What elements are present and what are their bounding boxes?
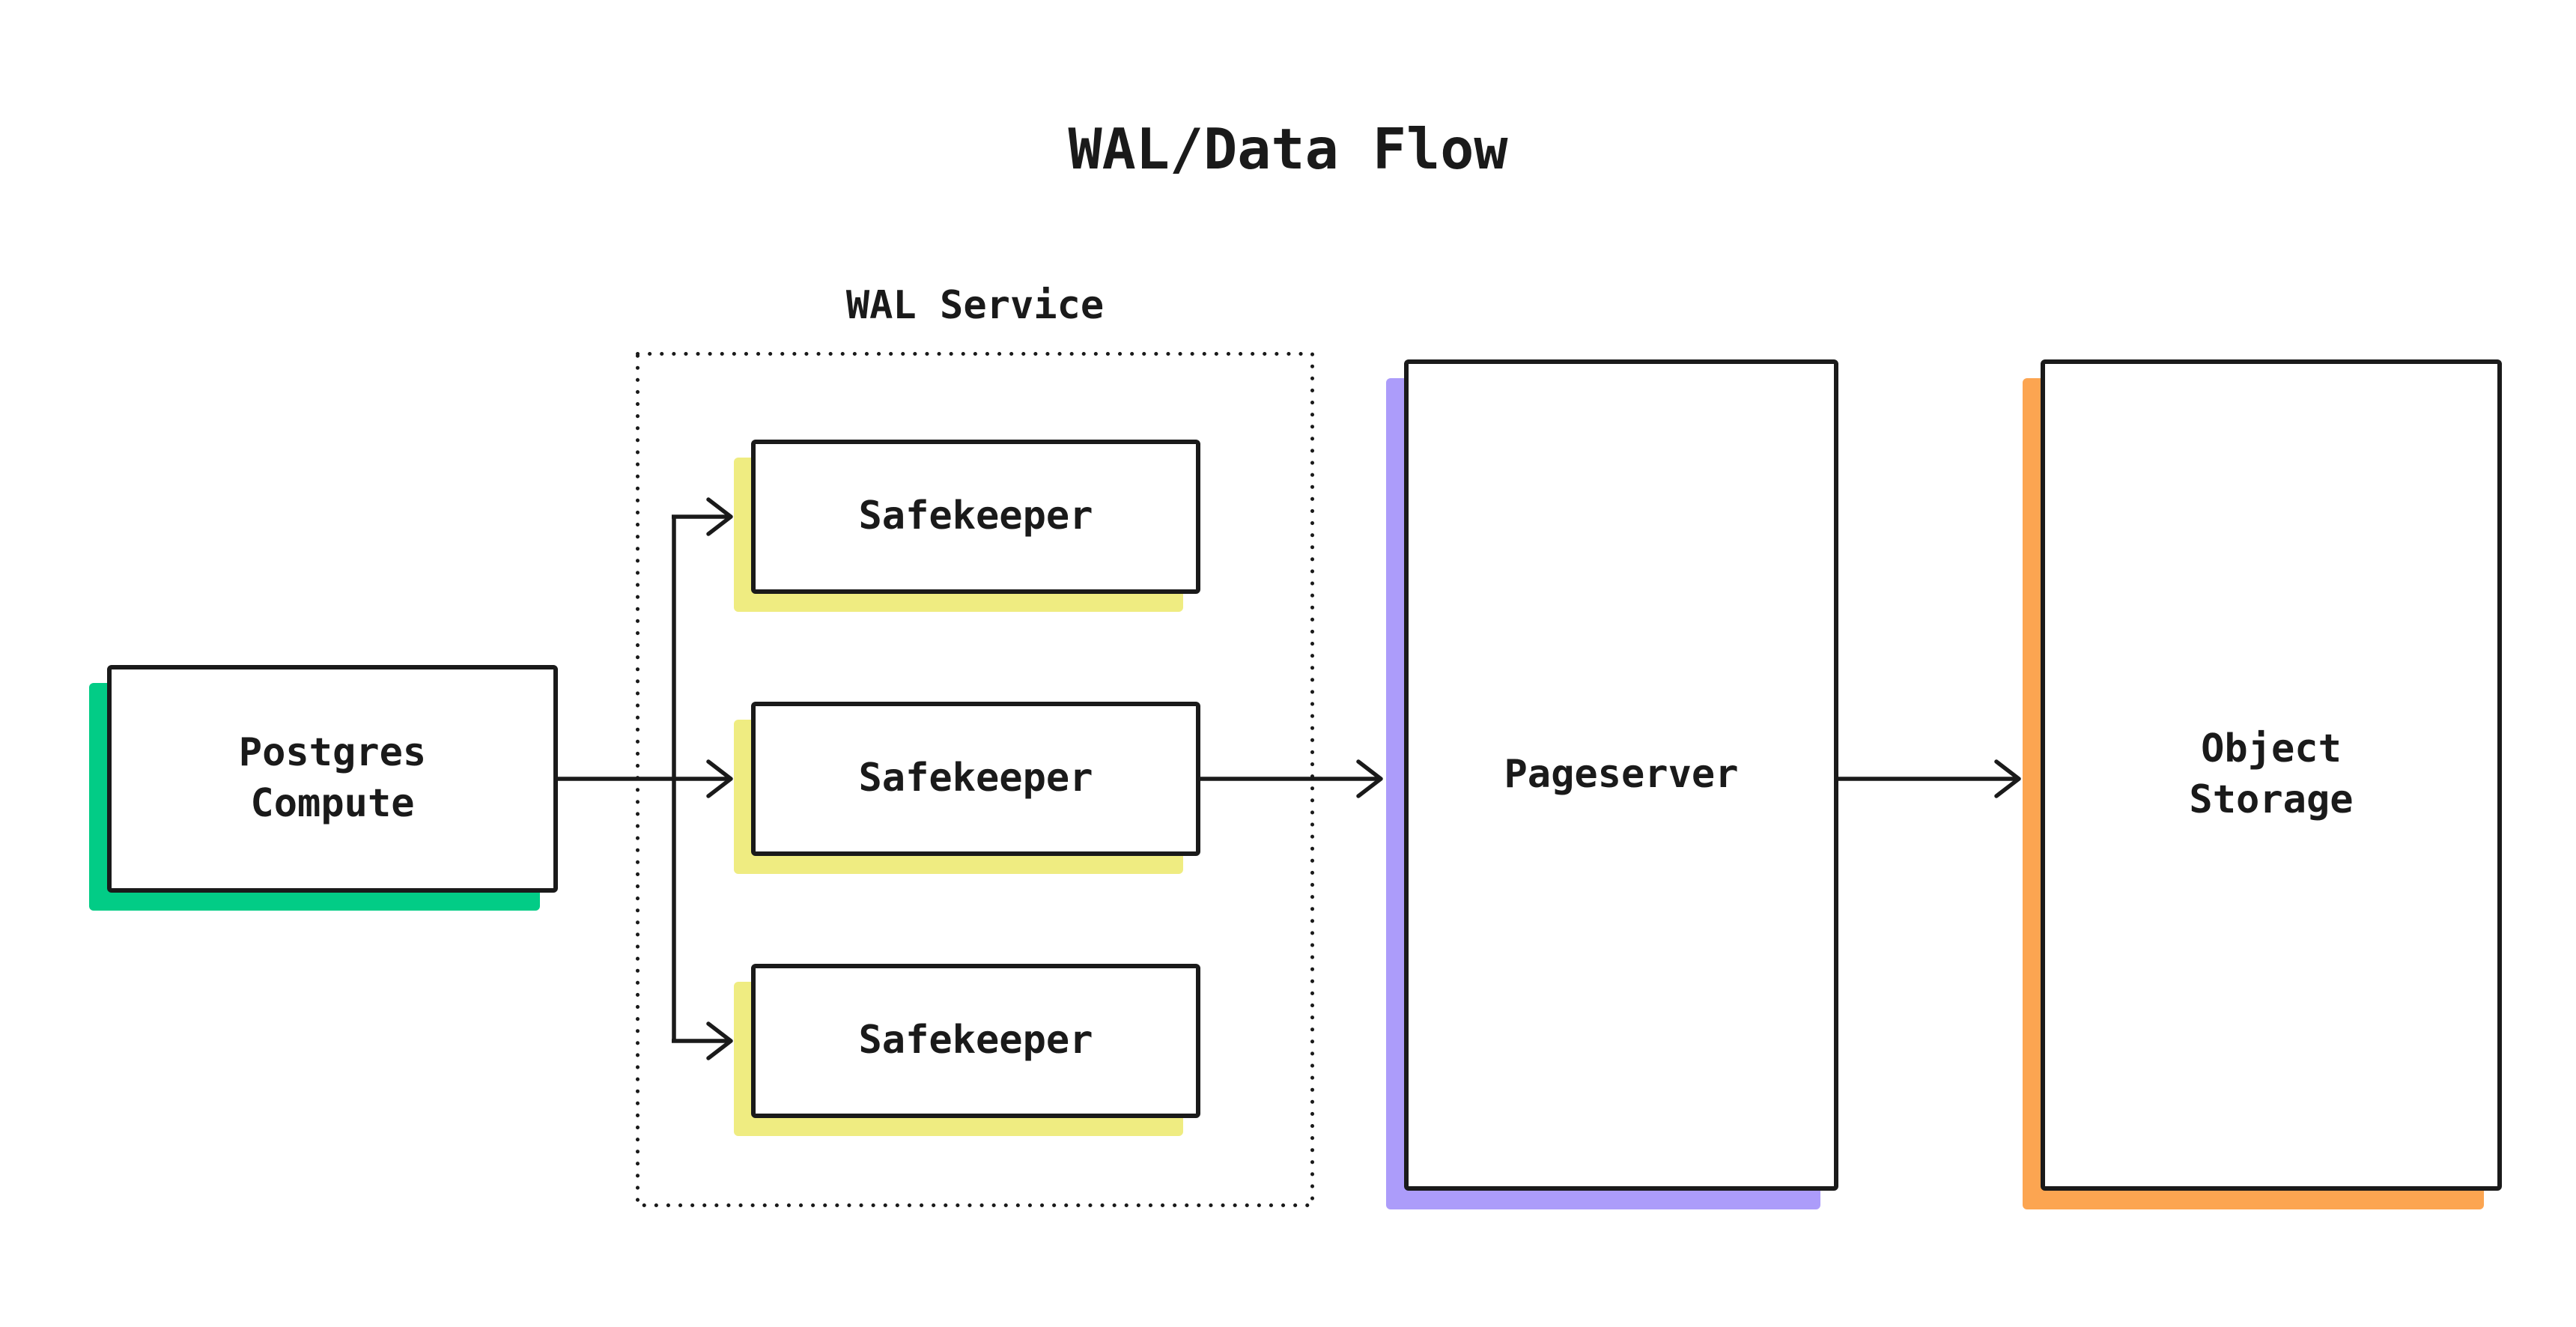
node-object-storage: Object Storage	[2041, 359, 2502, 1191]
node-safekeeper-1: Safekeeper	[751, 440, 1200, 594]
arrowhead-safekeeper-1	[706, 497, 733, 536]
arrowhead-object-storage	[1994, 759, 2021, 798]
node-safekeeper-3: Safekeeper	[751, 964, 1200, 1118]
node-postgres-compute: Postgres Compute	[107, 665, 558, 893]
wal-service-group-label: WAL Service	[845, 283, 1105, 328]
arrowhead-safekeeper-2	[706, 759, 733, 798]
node-pageserver: Pageserver	[1404, 359, 1838, 1191]
node-safekeeper-2: Safekeeper	[751, 702, 1200, 856]
postgres-compute-label: Postgres Compute	[238, 730, 427, 826]
safekeeper-2-label: Safekeeper	[858, 756, 1093, 801]
arrowhead-pageserver	[1356, 759, 1383, 798]
diagram-title: WAL/Data Flow	[1068, 116, 1508, 182]
safekeeper-1-label: Safekeeper	[858, 494, 1093, 539]
arrowhead-safekeeper-3	[706, 1021, 733, 1060]
safekeeper-3-label: Safekeeper	[858, 1018, 1093, 1063]
object-storage-label: Object Storage	[2189, 726, 2354, 822]
pageserver-label: Pageserver	[1504, 752, 1739, 798]
